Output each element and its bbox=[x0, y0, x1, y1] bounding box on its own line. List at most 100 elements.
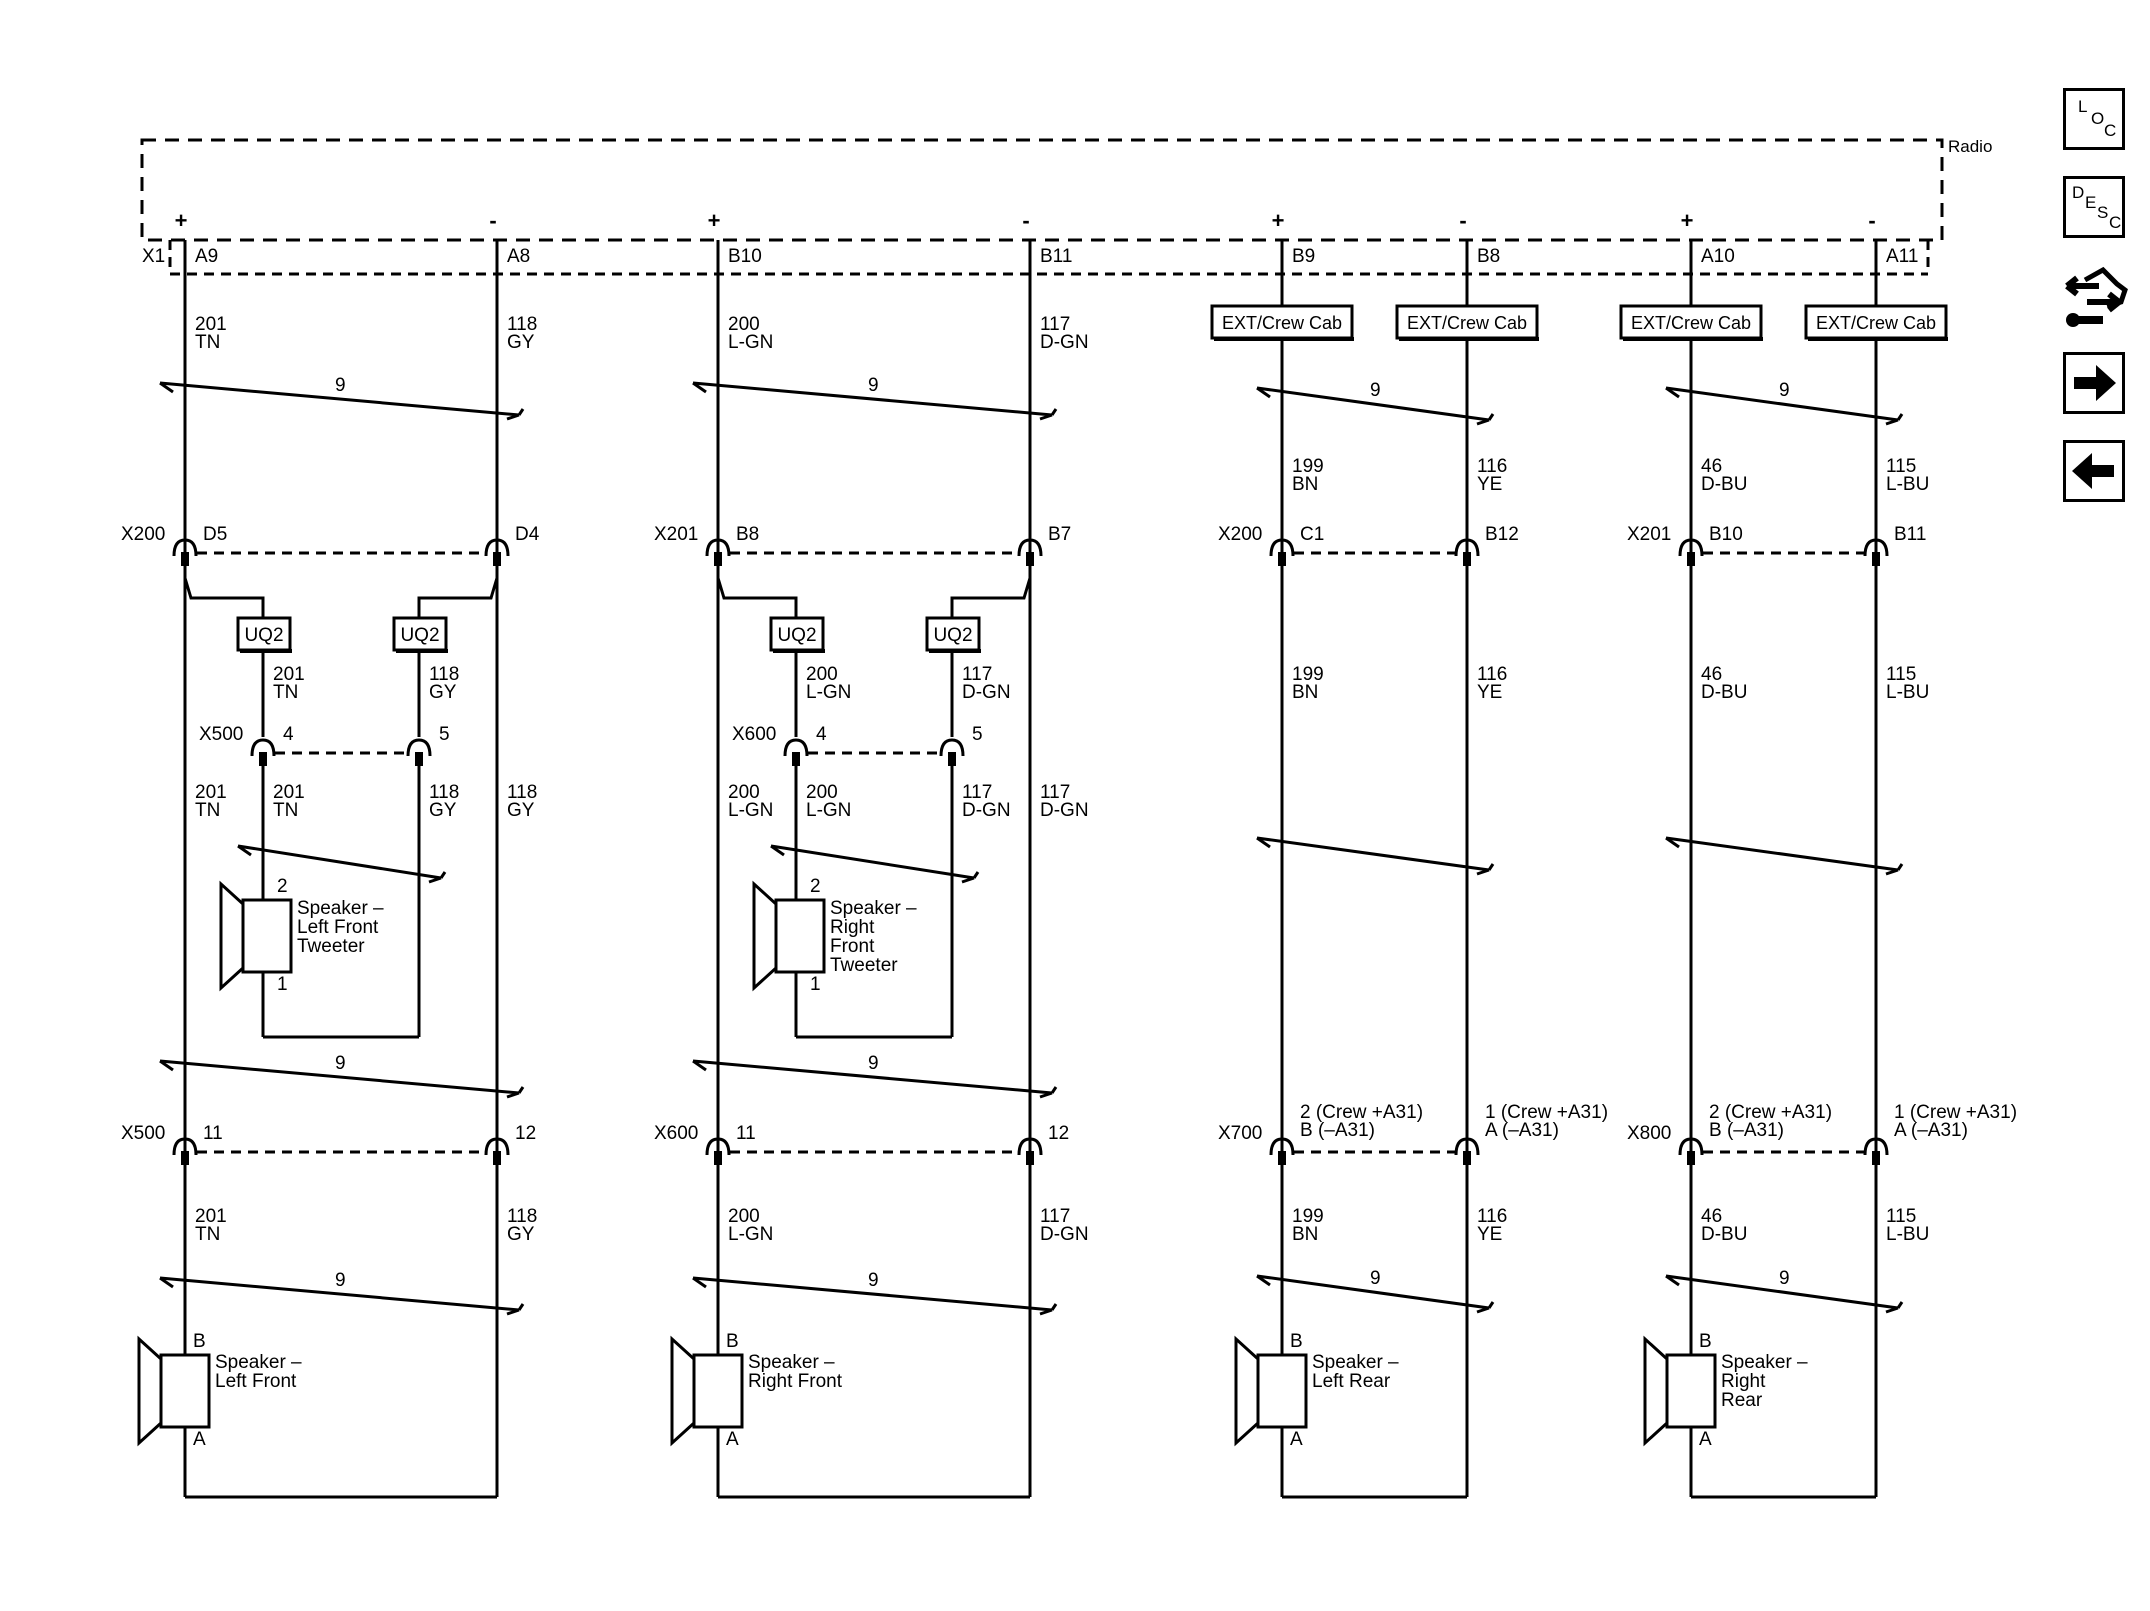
twist-tick bbox=[1039, 413, 1053, 421]
radio-pin-polarity: + bbox=[708, 208, 721, 233]
splice-9-label: 9 bbox=[868, 375, 879, 396]
speaker-pin-label: 1 bbox=[277, 974, 288, 995]
twist-tick bbox=[506, 1308, 520, 1316]
wire-w117-tw-color: D-GN bbox=[962, 682, 1011, 703]
wire-w118-b-number: 118 bbox=[429, 782, 459, 803]
connector-pin-label: 12 bbox=[1048, 1123, 1069, 1144]
twist-tick bbox=[159, 1059, 174, 1072]
radio-pin-polarity: - bbox=[1868, 208, 1875, 233]
twist-tick bbox=[1050, 408, 1058, 416]
wire-w118-c-color: GY bbox=[507, 800, 535, 821]
twist-tick bbox=[1256, 836, 1271, 849]
twist-tick bbox=[692, 381, 707, 394]
connector-pin-label: A (–A31) bbox=[1894, 1120, 1968, 1141]
next-button[interactable] bbox=[2063, 352, 2125, 414]
tweeter-name-line: Tweeter bbox=[297, 936, 365, 957]
wire-w117-a-number: 117 bbox=[1040, 314, 1070, 335]
splice-9-label: 9 bbox=[1779, 1268, 1790, 1289]
wire-w115-a-color: L-BU bbox=[1886, 474, 1929, 495]
twist-tick bbox=[1885, 418, 1899, 426]
twisted-pair-line bbox=[1256, 836, 1490, 872]
splice-9-label: 9 bbox=[335, 1270, 346, 1291]
wire-w115-b-color: L-BU bbox=[1886, 682, 1929, 703]
twist-tick bbox=[972, 871, 980, 879]
wire-w201-c-number: 201 bbox=[273, 782, 305, 803]
main-speaker-cone bbox=[670, 1335, 696, 1447]
twisted-pair-line bbox=[1665, 836, 1899, 872]
terminal-pin bbox=[1026, 1151, 1034, 1165]
desc-letter-e: E bbox=[2085, 193, 2097, 212]
connector-pin-label: 12 bbox=[515, 1123, 536, 1144]
twist-tick bbox=[692, 1059, 707, 1072]
wire-w115-c-number: 115 bbox=[1886, 1206, 1916, 1227]
wire-w200-a-color: L-GN bbox=[728, 332, 773, 353]
terminal-pin bbox=[1872, 1151, 1880, 1165]
terminal-pin bbox=[259, 752, 267, 766]
connector-pin-label: D5 bbox=[203, 524, 227, 545]
terminal-pin bbox=[181, 552, 189, 566]
twist-tick bbox=[1885, 868, 1899, 876]
connector-terminal bbox=[783, 738, 809, 757]
twist-tick bbox=[159, 1276, 174, 1289]
desc-button[interactable]: D E S C bbox=[2063, 176, 2125, 238]
uq2-box-label: UQ2 bbox=[933, 625, 972, 646]
radio-pin-label: B9 bbox=[1292, 246, 1315, 267]
connector-terminal bbox=[1678, 1137, 1704, 1156]
main-speaker-coil bbox=[1256, 1353, 1308, 1429]
twisted-pair-line bbox=[159, 1059, 520, 1095]
connector-terminal bbox=[1678, 538, 1704, 557]
ext-crew-cab-box bbox=[1619, 304, 1763, 340]
speaker-pin-label: B bbox=[1699, 1331, 1712, 1352]
twist-tick bbox=[1665, 836, 1680, 849]
speaker-name-line: Left Rear bbox=[1312, 1371, 1391, 1392]
main-speaker-coil bbox=[692, 1353, 744, 1429]
speaker-name-line: Speaker – bbox=[1721, 1352, 1808, 1373]
wire-w117-b-number: 117 bbox=[962, 782, 992, 803]
terminal-pin bbox=[1278, 552, 1286, 566]
ext-crew-cab-box-shadow bbox=[1214, 337, 1354, 341]
loc-button[interactable]: L O C bbox=[2063, 88, 2125, 150]
tweeter-name-line: Front bbox=[830, 936, 875, 957]
speaker-name-line: Speaker – bbox=[1312, 1352, 1399, 1373]
speaker-pin-label: A bbox=[726, 1429, 739, 1450]
radio-module-outline bbox=[140, 138, 1944, 242]
connector-view-icon bbox=[2065, 266, 2128, 327]
twist-tick bbox=[1039, 1091, 1053, 1099]
main-speaker-coil bbox=[1665, 1353, 1717, 1429]
connector-view-button[interactable] bbox=[2063, 262, 2129, 332]
speaker-name-line: Rear bbox=[1721, 1390, 1763, 1411]
connector-pin-label: 5 bbox=[972, 724, 983, 745]
wire-w46-c-color: D-BU bbox=[1701, 1224, 1747, 1245]
twist-tick bbox=[1896, 863, 1904, 871]
terminal-pin bbox=[1687, 552, 1695, 566]
uq2-box bbox=[925, 616, 981, 652]
connector-pin-label: 11 bbox=[203, 1123, 223, 1144]
twist-tick bbox=[517, 1086, 525, 1094]
twist-tick bbox=[506, 1091, 520, 1099]
connector-terminal bbox=[705, 538, 731, 557]
previous-button[interactable] bbox=[2063, 440, 2125, 502]
twist-tick bbox=[692, 1276, 707, 1289]
wire-w46-a-number: 46 bbox=[1701, 456, 1722, 477]
tweeter-name-line: Tweeter bbox=[830, 955, 898, 976]
ext-crew-cab-box-label: EXT/Crew Cab bbox=[1816, 313, 1936, 333]
wire-w116-b-color: YE bbox=[1477, 682, 1502, 703]
connector-pin-label: B12 bbox=[1485, 524, 1519, 545]
terminal-pin bbox=[181, 1151, 189, 1165]
main-speaker-cone bbox=[1234, 1335, 1260, 1447]
tweeter-name-line: Right bbox=[830, 917, 875, 938]
ext-crew-cab-box-label: EXT/Crew Cab bbox=[1407, 313, 1527, 333]
radio-pin-label: A9 bbox=[195, 246, 218, 267]
connector-terminal bbox=[1017, 538, 1043, 557]
ext-crew-cab-box-shadow bbox=[1623, 337, 1763, 341]
twist-tick bbox=[1256, 1274, 1271, 1287]
twisted-pair-line bbox=[692, 1276, 1053, 1312]
connector-label: X700 bbox=[1218, 1123, 1262, 1144]
twisted-pair-line bbox=[1665, 386, 1899, 422]
wire-w117-tw-number: 117 bbox=[962, 664, 992, 685]
wire-w117-c-number: 117 bbox=[1040, 782, 1070, 803]
main-speaker-cone bbox=[137, 1335, 163, 1447]
tweeter-name-line: Left Front bbox=[297, 917, 379, 938]
twist-tick bbox=[1665, 1274, 1680, 1287]
